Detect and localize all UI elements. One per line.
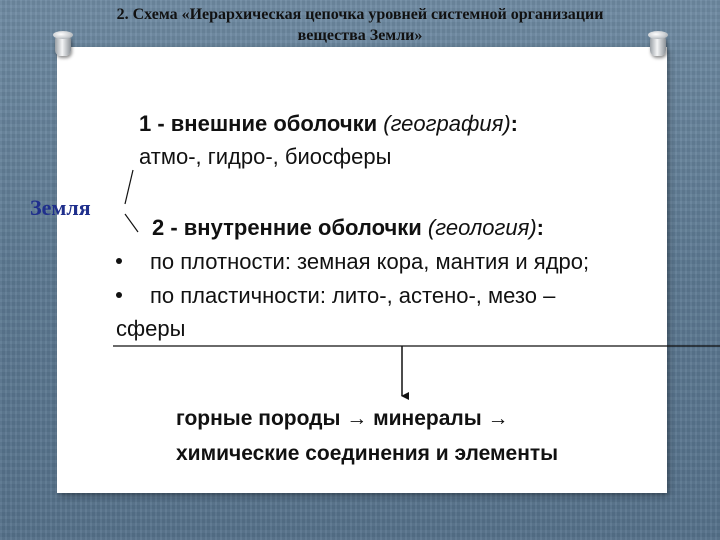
inner-shells-heading: 2 - внутренние оболочки (геология):: [152, 215, 544, 241]
inner-continuation: сферы: [116, 316, 186, 341]
outer-shells-heading: 1 - внешние оболочки (география):: [139, 111, 518, 137]
connector-down-line: [124, 213, 139, 233]
outer-shells-list: атмо-, гидро-, биосферы: [139, 144, 392, 169]
inner-bullet-2-text: по пластичности: лито-, астено-, мезо –: [150, 283, 556, 308]
chain-line-2: химические соединения и элементы: [176, 442, 559, 465]
connector-up-line: [124, 169, 134, 205]
inner-bullet-1-text: по плотности: земная кора, мантия и ядро…: [150, 249, 590, 274]
inner-bullet-2: по пластичности: лито-, астено-, мезо –: [116, 283, 555, 309]
chain-line-1: горные породы → минералы →: [176, 407, 509, 430]
bullet-icon: [116, 258, 122, 265]
inner-shells-discipline: (геология): [427, 215, 537, 240]
slide-title-line2: вещества Земли»: [297, 27, 423, 44]
outer-shells-colon: :: [510, 111, 518, 136]
inner-shells-colon: :: [536, 215, 544, 240]
slide-title-line1: 2. Схема «Иерархическая цепочка уровней …: [116, 6, 604, 23]
outer-shells-title: 1 - внешние оболочки: [139, 111, 384, 136]
content-card: [57, 47, 667, 493]
inner-bullet-1: по плотности: земная кора, мантия и ядро…: [116, 249, 589, 275]
bullet-icon: [116, 292, 122, 299]
pin-icon: [648, 31, 668, 56]
earth-label: Земля: [30, 195, 91, 220]
inner-shells-title: 2 - внутренние оболочки: [152, 215, 428, 240]
outer-shells-discipline: (география): [383, 111, 511, 136]
slide-title: 2. Схема «Иерархическая цепочка уровней …: [0, 4, 720, 46]
pin-icon: [53, 31, 73, 56]
